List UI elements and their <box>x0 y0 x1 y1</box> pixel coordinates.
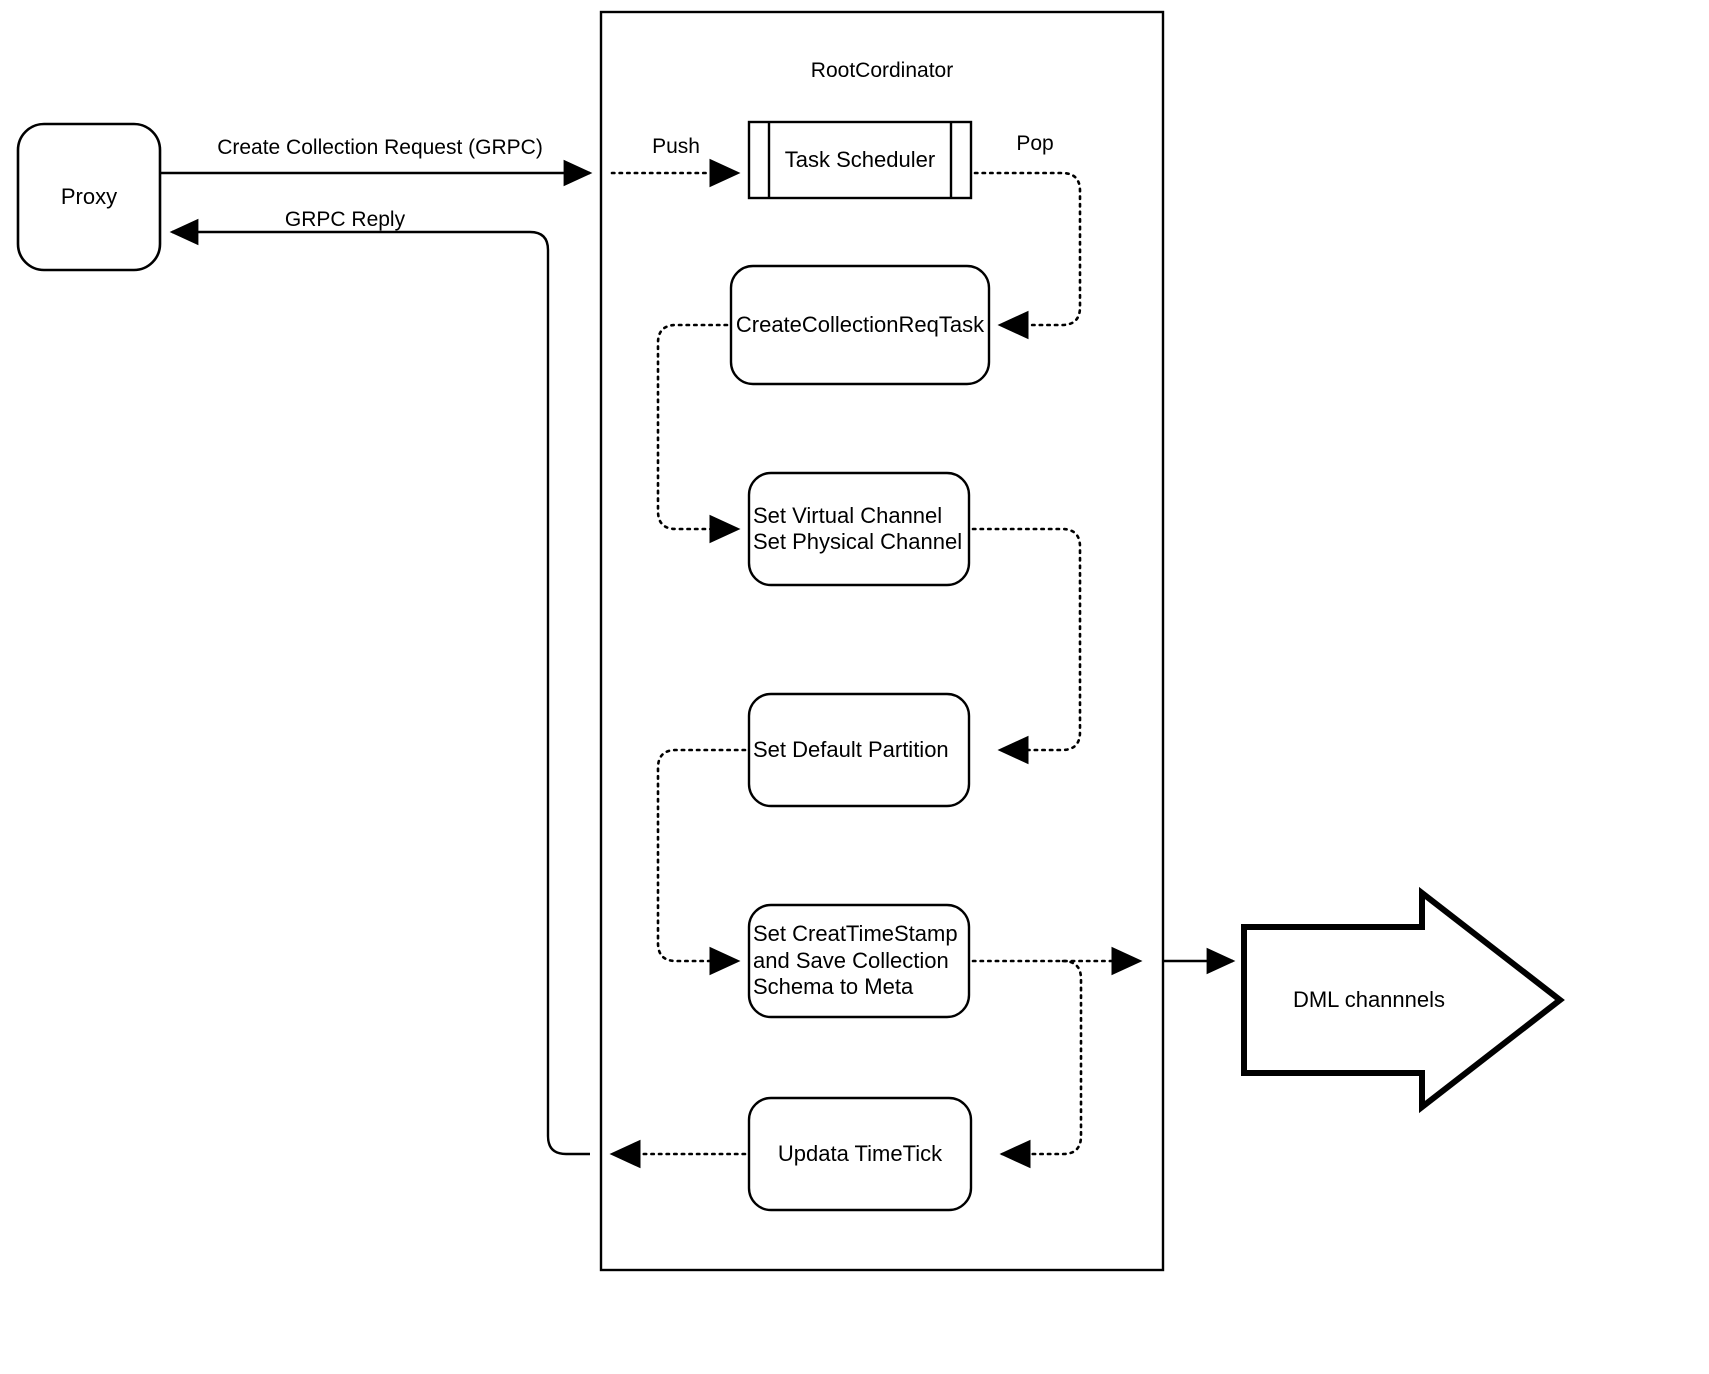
edge-set-timestamp-to-update-timetick <box>999 959 1083 1169</box>
set-timestamp-node[interactable] <box>747 903 971 1019</box>
create-collection-req-task-label: CreateCollectionReqTask <box>735 311 985 337</box>
dml-channels-block-arrow <box>1241 886 1565 1114</box>
rootcordinator-title: RootCordinator <box>810 59 954 82</box>
set-default-partition-node[interactable] <box>747 692 971 808</box>
edge-label-push: Push <box>652 135 700 158</box>
edge-pop <box>973 171 1082 340</box>
create-collection-req-task-node[interactable] <box>729 264 991 386</box>
set-default-partition-label: Set Default Partition <box>753 736 949 762</box>
task-scheduler-node[interactable] <box>747 120 973 200</box>
proxy-node-label: Proxy <box>60 183 118 209</box>
set-channel-label-line2: Set Physical Channel <box>753 529 963 554</box>
update-timetick-node[interactable] <box>747 1096 973 1212</box>
dml-channels-label: DML channnels <box>1292 986 1446 1012</box>
proxy-node[interactable] <box>16 122 162 272</box>
edge-label-grpc-reply: GRPC Reply <box>284 208 406 231</box>
edge-grpc-reply <box>169 218 590 1156</box>
set-timestamp-label-line1: Set CreatTimeStamp <box>753 921 958 947</box>
task-scheduler-label: Task Scheduler <box>784 146 936 172</box>
edge-label-create-collection-request: Create Collection Request (GRPC) <box>217 136 543 159</box>
set-timestamp-label-line2: and Save Collection <box>753 947 949 973</box>
set-channel-label: Set Virtual Channel Set Physical Channel <box>753 473 969 585</box>
set-timestamp-label: Set CreatTimeStamp and Save Collection S… <box>753 905 969 1017</box>
set-channel-label-line1: Set Virtual Channel <box>753 502 943 528</box>
edge-default-partition-to-set-timestamp <box>656 748 747 976</box>
update-timetick-label: Updata TimeTick <box>777 1140 943 1166</box>
set-timestamp-label-line3: Schema to Meta <box>753 974 914 1000</box>
set-channel-node[interactable] <box>747 471 971 587</box>
rootcordinator-container <box>599 10 1165 1272</box>
edge-label-pop: Pop <box>1016 132 1054 155</box>
